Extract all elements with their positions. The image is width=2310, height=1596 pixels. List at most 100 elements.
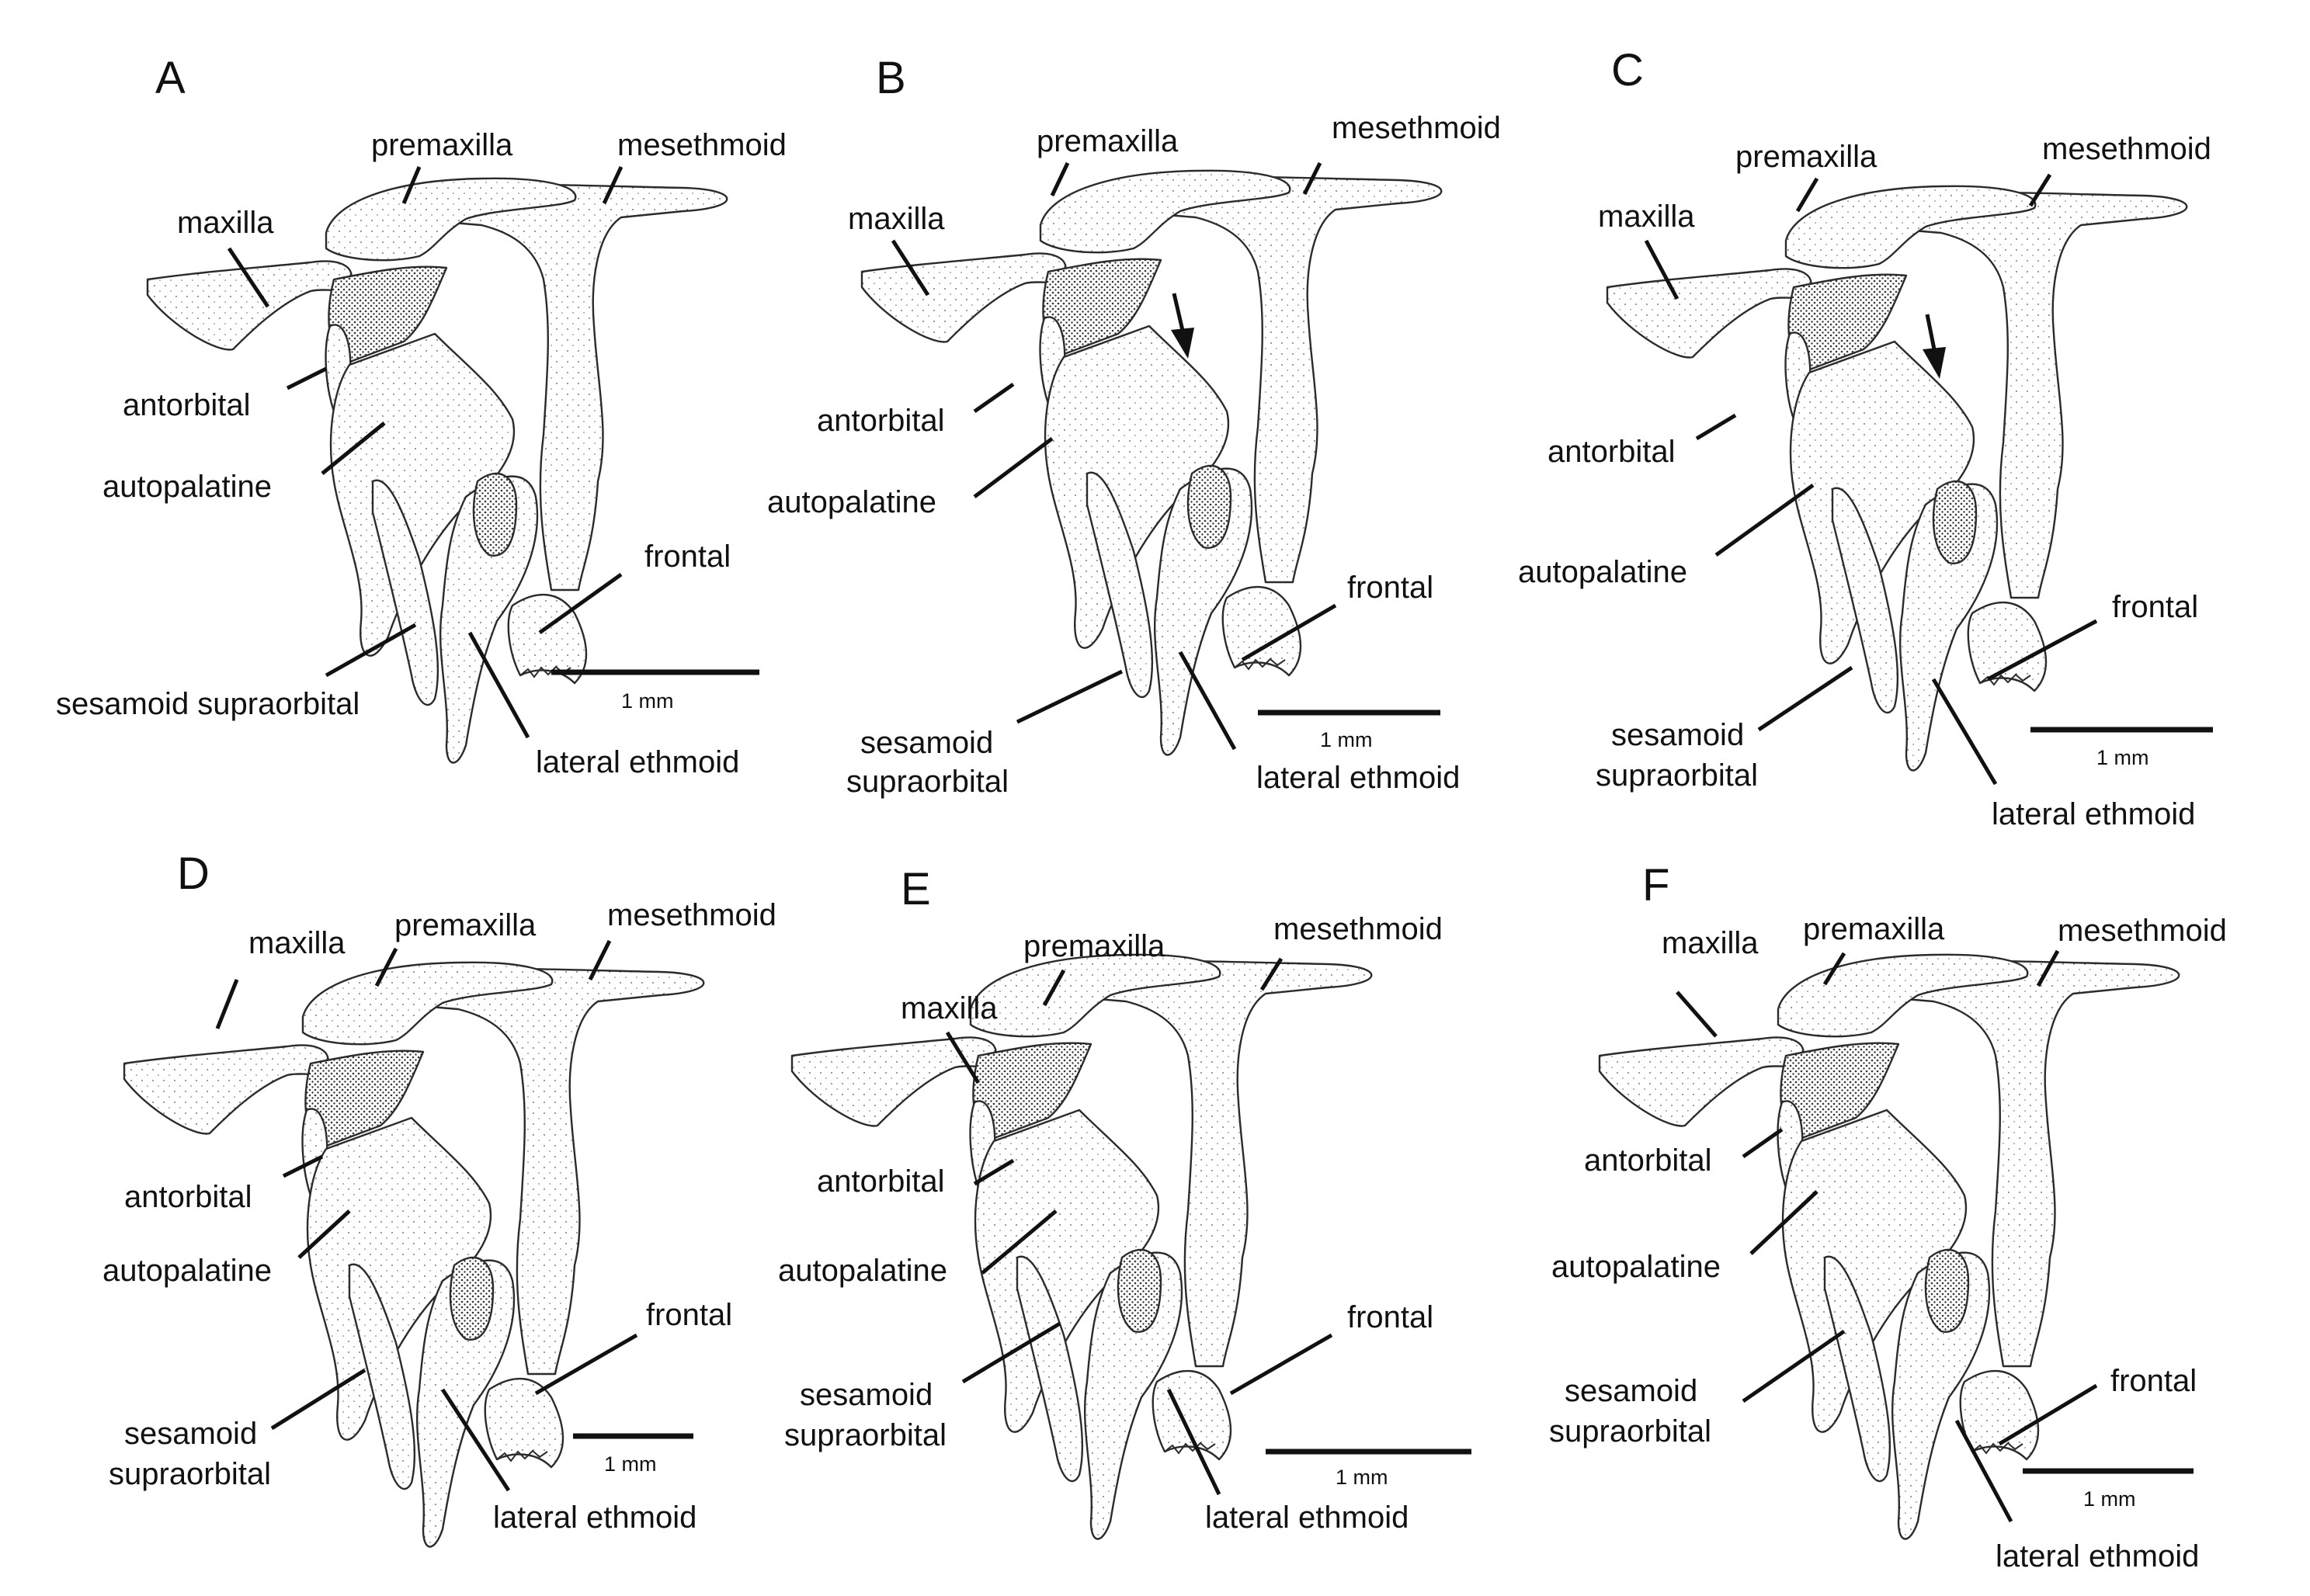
leader-sesamoid-supraorbital (1742, 1329, 1846, 1403)
panel-C: C premaxilla mesethmoid maxilla antorbit… (1518, 45, 2213, 831)
skull-drawing (1606, 185, 2188, 772)
skull-drawing (1598, 953, 2180, 1540)
leader-maxilla (945, 1031, 981, 1084)
leader-lateral-ethmoid (1954, 1419, 2013, 1523)
scale-bar-label: 1 mm (2083, 1487, 2136, 1511)
label-supraorbital: supraorbital (784, 1418, 947, 1452)
label-maxilla: maxilla (177, 206, 274, 240)
label-frontal: frontal (1347, 571, 1433, 605)
label-mesethmoid: mesethmoid (1273, 912, 1443, 946)
skull-drawing (860, 169, 1443, 756)
label-autopalatine: autopalatine (778, 1254, 947, 1288)
leader-sesamoid-supraorbital (961, 1321, 1061, 1384)
leader-lateral-ethmoid (1166, 1388, 1221, 1496)
leader-frontal (1229, 1333, 1333, 1396)
leader-autopalatine (973, 437, 1054, 498)
label-sesamoid: sesamoid (1565, 1374, 1697, 1408)
leader-premaxilla (374, 947, 398, 987)
leader-autopalatine (297, 1209, 351, 1259)
label-premaxilla: premaxilla (1735, 140, 1878, 174)
label-maxilla: maxilla (848, 202, 945, 236)
label-frontal: frontal (2110, 1364, 2197, 1398)
label-mesethmoid: mesethmoid (607, 898, 776, 932)
panel-label: A (155, 53, 186, 103)
label-maxilla: maxilla (1598, 200, 1695, 234)
label-lateral-ethmoid: lateral ethmoid (1996, 1539, 2199, 1573)
label-antorbital: antorbital (124, 1180, 252, 1214)
leader-premaxilla (1042, 969, 1066, 1007)
leader-maxilla (227, 247, 270, 308)
leader-sesamoid-supraorbital (325, 623, 417, 678)
label-antorbital: antorbital (1548, 435, 1676, 469)
label-lateral-ethmoid: lateral ethmoid (493, 1501, 696, 1535)
leader-sesamoid-supraorbital (270, 1368, 366, 1431)
label-premaxilla: premaxilla (394, 908, 537, 942)
arrow-head (1923, 347, 1946, 379)
label-premaxilla: premaxilla (1803, 912, 1945, 946)
panel-label: E (901, 864, 931, 914)
label-sesamoid: sesamoid (1611, 718, 1744, 752)
leader-mesethmoid (2028, 173, 2052, 207)
label-autopalatine: autopalatine (1518, 555, 1687, 589)
label-sesamoid: sesamoid (800, 1378, 933, 1412)
leader-mesethmoid (1302, 161, 1322, 196)
label-premaxilla: premaxilla (1037, 124, 1179, 158)
label-autopalatine: autopalatine (102, 470, 272, 504)
leader-maxilla (891, 239, 930, 297)
label-maxilla: maxilla (1662, 926, 1759, 960)
leader-autopalatine (1749, 1190, 1818, 1255)
scale-bar-label: 1 mm (604, 1452, 657, 1476)
panel-A: A premaxilla mesethmoid maxilla antorbit… (56, 53, 787, 779)
label-antorbital: antorbital (817, 1164, 945, 1199)
label-premaxilla: premaxilla (1023, 929, 1165, 963)
leader-antorbital (1695, 413, 1737, 441)
leader-frontal (1241, 603, 1337, 662)
label-autopalatine: autopalatine (767, 485, 936, 519)
leader-antorbital (973, 1158, 1015, 1186)
label-mesethmoid: mesethmoid (1332, 111, 1501, 145)
leader-mesethmoid (1259, 957, 1284, 991)
leader-premaxilla (1050, 161, 1070, 197)
leader-maxilla (215, 979, 239, 1029)
leader-maxilla (1676, 991, 1718, 1038)
leader-mesethmoid (588, 939, 612, 981)
leader-autopalatine (981, 1209, 1058, 1275)
leader-frontal (1998, 1383, 2098, 1446)
label-lateral-ethmoid: lateral ethmoid (1992, 797, 2195, 831)
leader-premaxilla (401, 166, 422, 204)
leader-frontal (538, 572, 623, 635)
label-lateral-ethmoid: lateral ethmoid (536, 745, 739, 779)
label-mesethmoid: mesethmoid (617, 128, 787, 162)
panel-D: D premaxilla mesethmoid maxilla antorbit… (102, 848, 776, 1548)
panel-label: D (177, 848, 210, 899)
label-frontal: frontal (646, 1298, 732, 1332)
leader-mesethmoid (602, 165, 624, 205)
leader-premaxilla (1795, 177, 1819, 213)
leader-autopalatine (321, 422, 386, 475)
label-frontal: frontal (1347, 1300, 1433, 1334)
leader-sesamoid-supraorbital (1757, 665, 1853, 732)
leader-autopalatine (1714, 483, 1815, 557)
label-supraorbital: supraorbital (1596, 758, 1758, 793)
label-frontal: frontal (644, 540, 731, 574)
panel-E: E premaxilla mesethmoid maxilla antorbit… (778, 864, 1471, 1540)
leader-lateral-ethmoid (440, 1388, 511, 1492)
leader-antorbital (282, 1154, 324, 1178)
leader-premaxilla (1822, 952, 1846, 986)
label-antorbital: antorbital (123, 388, 251, 422)
label-maxilla: maxilla (248, 926, 346, 960)
panel-label: C (1611, 45, 1644, 95)
label-antorbital: antorbital (817, 404, 945, 438)
panel-B: B premaxilla mesethmoid maxilla antorbit… (767, 53, 1501, 799)
label-autopalatine: autopalatine (1551, 1250, 1721, 1284)
label-frontal: frontal (2112, 590, 2198, 624)
leader-antorbital (973, 382, 1015, 414)
scale-bar-label: 1 mm (1336, 1466, 1388, 1489)
panel-F: F premaxilla mesethmoid maxilla antorbit… (1549, 860, 2227, 1573)
label-sesamoid: sesamoid (860, 726, 993, 760)
leader-mesethmoid (2036, 949, 2060, 987)
leader-frontal (534, 1333, 638, 1396)
label-lateral-ethmoid: lateral ethmoid (1205, 1501, 1409, 1535)
scale-bar-label: 1 mm (1320, 728, 1373, 751)
